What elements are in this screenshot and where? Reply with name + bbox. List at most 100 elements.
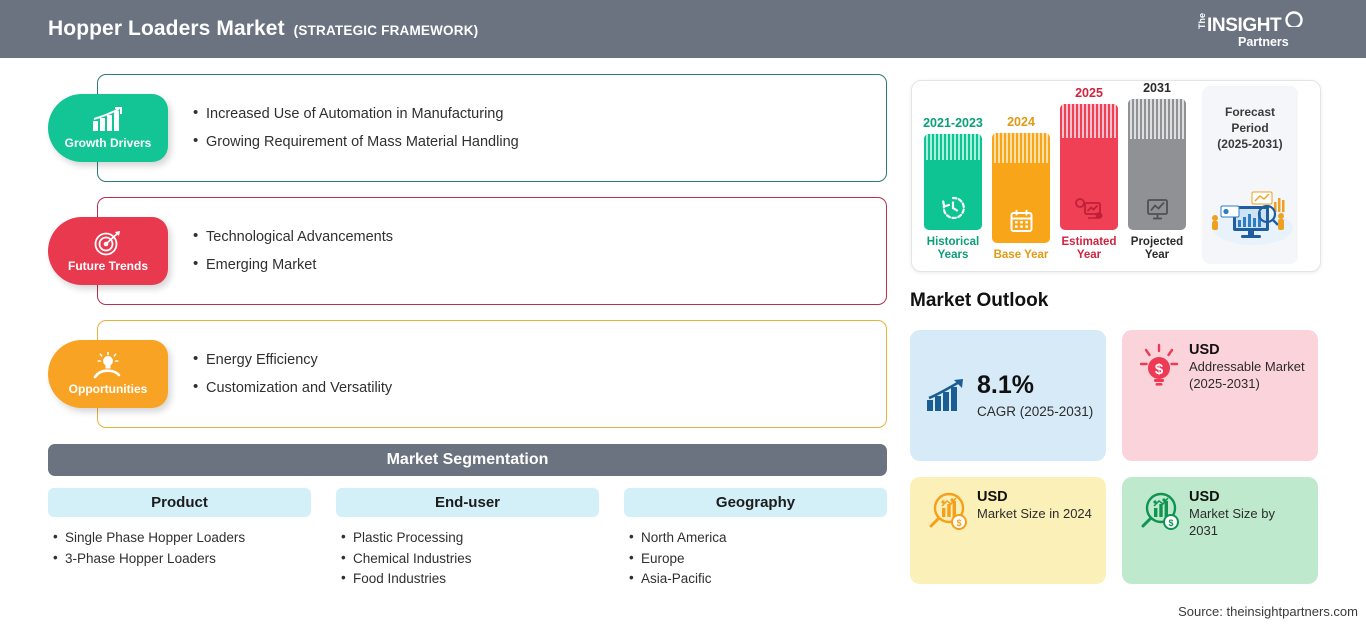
timeline-bar — [992, 133, 1050, 244]
timeline-year: 2031 — [1143, 81, 1171, 95]
card-addressable-market[interactable]: $ USD — [1122, 330, 1318, 461]
segment-list-product: Single Phase Hopper Loaders 3-Phase Hopp… — [48, 527, 311, 570]
bar-hatch — [924, 133, 982, 160]
bar-hatch — [1060, 103, 1118, 138]
timeline-label: Projected Year — [1130, 235, 1184, 262]
card-market-size-2031[interactable]: $ USD Market Size by 2031 — [1122, 477, 1318, 584]
card-row-bottom: $ USD Market Size in 2024 — [910, 477, 1322, 584]
data-analysis-illustration — [1212, 191, 1293, 246]
segment-header-product[interactable]: Product — [48, 488, 311, 517]
segment-header-end-user[interactable]: End-user — [336, 488, 599, 517]
lightbulb-hand-icon — [92, 352, 124, 379]
cagr-value: 8.1% — [977, 370, 1034, 399]
bullet-item: Technological Advancements — [193, 227, 872, 246]
card-cagr-body: 8.1% CAGR (2025-2031) — [973, 370, 1093, 419]
svg-text:INSIGHT: INSIGHT — [1207, 15, 1282, 36]
card-2031-body: USD Market Size by 2031 — [1185, 489, 1306, 539]
svg-text:The: The — [1197, 13, 1207, 29]
magnifier-chart-dollar-icon: $ — [1133, 489, 1185, 535]
growth-drivers-bullets: Increased Use of Automation in Manufactu… — [193, 75, 872, 181]
svg-text:$: $ — [1168, 518, 1173, 528]
badge-growth-drivers[interactable]: Growth Drivers — [48, 94, 168, 162]
badge-opportunities[interactable]: Opportunities — [48, 340, 168, 408]
forecast-line-2: Period — [1231, 121, 1269, 136]
page-title: Hopper Loaders Market — [48, 17, 285, 40]
calendar-icon — [1010, 210, 1032, 233]
forecast-line-1: Forecast — [1224, 105, 1276, 119]
segment-list-end-user: Plastic Processing Chemical Industries F… — [336, 527, 599, 590]
timeline-bars: 2021-2023 Historical Years — [912, 81, 1306, 271]
badge-label: Growth Drivers — [64, 136, 152, 150]
card-caption: Market Size in 2024 — [977, 506, 1092, 521]
bullet-item: Emerging Market — [193, 255, 872, 274]
segment-header-geography[interactable]: Geography — [624, 488, 887, 517]
opportunities-box: Energy Efficiency Customization and Vers… — [97, 320, 887, 428]
card-market-size-2024[interactable]: $ USD Market Size in 2024 — [910, 477, 1106, 584]
bar-solid — [1128, 139, 1186, 230]
opportunities-bullets: Energy Efficiency Customization and Vers… — [193, 321, 872, 427]
future-trends-bullets: Technological Advancements Emerging Mark… — [193, 198, 872, 304]
badge-label: Future Trends — [67, 259, 148, 273]
market-outlook-cards: 8.1% CAGR (2025-2031) $ — [910, 330, 1322, 584]
segment-name: End-user — [434, 494, 500, 511]
timeline-item-projected: 2031 Projected Year — [1128, 81, 1186, 271]
bar-chart-arrow-up-icon — [921, 378, 973, 414]
timeline-label: Estimated Year — [1061, 235, 1117, 262]
insight-partners-logo: The INSIGHT Partners — [1190, 9, 1310, 51]
segment-column-geography: Geography North America Europe Asia-Paci… — [624, 488, 887, 590]
source-label: Source: theinsightpartners.com — [1178, 604, 1358, 619]
list-item: 3-Phase Hopper Loaders — [53, 548, 311, 570]
card-2024-body: USD Market Size in 2024 — [973, 489, 1092, 522]
segment-column-end-user: End-user Plastic Processing Chemical Ind… — [336, 488, 599, 590]
list-item: North America — [629, 527, 887, 549]
timeline-year: 2024 — [1007, 115, 1035, 130]
growth-drivers-box: Increased Use of Automation in Manufactu… — [97, 74, 887, 182]
segmentation-title: Market Segmentation — [386, 451, 549, 468]
timeline-year: 2021-2023 — [923, 115, 983, 130]
list-item: Single Phase Hopper Loaders — [53, 527, 311, 549]
segmentation-columns: Product Single Phase Hopper Loaders 3-Ph… — [48, 488, 887, 590]
list-item: Chemical Industries — [341, 548, 599, 570]
left-column: Increased Use of Automation in Manufactu… — [0, 58, 900, 635]
list-item: Plastic Processing — [341, 527, 599, 549]
right-column: 2021-2023 Historical Years — [900, 58, 1366, 635]
segment-name: Product — [151, 494, 208, 511]
card-caption: Addressable Market (2025-2031) — [1189, 359, 1305, 392]
usd-label: USD — [1189, 489, 1220, 505]
magnifier-chart-dollar-icon: $ — [921, 489, 973, 535]
list-item: Asia-Pacific — [629, 568, 887, 590]
bar-solid — [924, 160, 982, 230]
bullet-item: Increased Use of Automation in Manufactu… — [193, 104, 872, 123]
future-trends-box: Technological Advancements Emerging Mark… — [97, 197, 887, 305]
badge-label: Opportunities — [68, 382, 148, 396]
badge-future-trends[interactable]: Future Trends — [48, 217, 168, 285]
card-row-top: 8.1% CAGR (2025-2031) $ — [910, 330, 1322, 461]
bullet-item: Customization and Versatility — [193, 378, 872, 397]
list-item: Food Industries — [341, 568, 599, 590]
market-segmentation-header: Market Segmentation — [48, 444, 887, 476]
svg-text:$: $ — [1155, 361, 1164, 378]
forecast-period-panel: Forecast Period (2025-2031) — [1202, 86, 1298, 264]
usd-label: USD — [977, 489, 1008, 505]
bar-solid — [1060, 138, 1118, 230]
market-outlook-title: Market Outlook — [910, 290, 1049, 311]
bar-hatch — [992, 133, 1050, 164]
bullet-item: Energy Efficiency — [193, 350, 872, 369]
segment-list-geography: North America Europe Asia-Pacific — [624, 527, 887, 590]
list-item: Europe — [629, 548, 887, 570]
clock-history-icon — [942, 196, 965, 219]
timeline-bar — [1128, 99, 1186, 230]
card-cagr[interactable]: 8.1% CAGR (2025-2031) — [910, 330, 1106, 461]
timeline-year: 2025 — [1075, 85, 1103, 100]
lightbulb-dollar-icon: $ — [1133, 342, 1185, 390]
timeline-bar — [1060, 103, 1118, 230]
svg-text:$: $ — [956, 518, 961, 528]
header-title-group: Hopper Loaders Market (STRATEGIC FRAMEWO… — [48, 17, 478, 41]
target-dart-icon — [93, 229, 123, 256]
timeline-panel: 2021-2023 Historical Years — [911, 80, 1321, 272]
usd-label: USD — [1189, 342, 1220, 358]
page-subtitle: (STRATEGIC FRAMEWORK) — [293, 23, 479, 38]
segment-column-product: Product Single Phase Hopper Loaders 3-Ph… — [48, 488, 311, 590]
timeline-bar — [924, 133, 982, 230]
